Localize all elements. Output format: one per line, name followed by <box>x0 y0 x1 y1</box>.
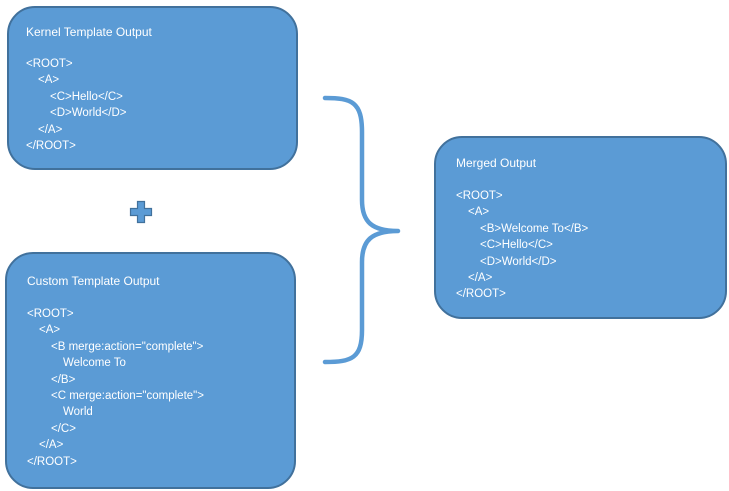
xml-line: </ROOT> <box>456 288 506 301</box>
xml-line: <A> <box>468 206 490 219</box>
xml-line: </ROOT> <box>27 455 77 468</box>
xml-line: </C> <box>51 422 76 435</box>
xml-line: </B> <box>51 373 76 386</box>
xml-line: <B merge:action="complete"> <box>51 340 204 353</box>
right-brace-connector <box>322 95 401 365</box>
xml-line: </ROOT> <box>26 139 76 152</box>
xml-line: <D>World</D> <box>50 107 127 120</box>
xml-line: </A> <box>468 271 493 284</box>
xml-line: Welcome To <box>63 357 126 370</box>
merged-xml-lines: <ROOT> <A> <B>Welcome To</B> <C>Hello</C> <D… <box>456 188 588 303</box>
xml-line: </A> <box>38 123 63 136</box>
xml-line: <ROOT> <box>456 190 503 202</box>
custom-xml-lines: <ROOT> <A> <B merge:action="complete"> Welc… <box>27 306 204 470</box>
kernel-xml-lines: <ROOT> <A> <C>Hello</C> <D>World</D> </A> </R… <box>26 56 127 154</box>
xml-line: <ROOT> <box>27 308 74 320</box>
xml-line: <C merge:action="complete"> <box>51 389 204 402</box>
plus-icon <box>129 200 153 224</box>
xml-line: World <box>63 406 93 419</box>
xml-line: <C>Hello</C> <box>50 90 123 103</box>
xml-line: <A> <box>38 74 60 87</box>
merged-box-title: Merged Output <box>456 156 537 170</box>
xml-line: <C>Hello</C> <box>480 239 553 252</box>
custom-template-output-box: Custom Template Output <ROOT> <A> <B merge… <box>5 252 296 489</box>
custom-box-title: Custom Template Output <box>27 274 160 288</box>
xml-line: <A> <box>39 324 61 337</box>
xml-line: </A> <box>39 439 64 452</box>
merged-output-box: Merged Output <ROOT> <A> <B>Welcome To</B>… <box>434 136 727 319</box>
kernel-template-output-box: Kernel Template Output <ROOT> <A> <C>Hello… <box>7 6 298 170</box>
xml-line: <D>World</D> <box>480 255 557 268</box>
kernel-box-title: Kernel Template Output <box>26 25 152 39</box>
xml-line: <ROOT> <box>26 58 73 70</box>
xml-line: <B>Welcome To</B> <box>480 222 589 235</box>
